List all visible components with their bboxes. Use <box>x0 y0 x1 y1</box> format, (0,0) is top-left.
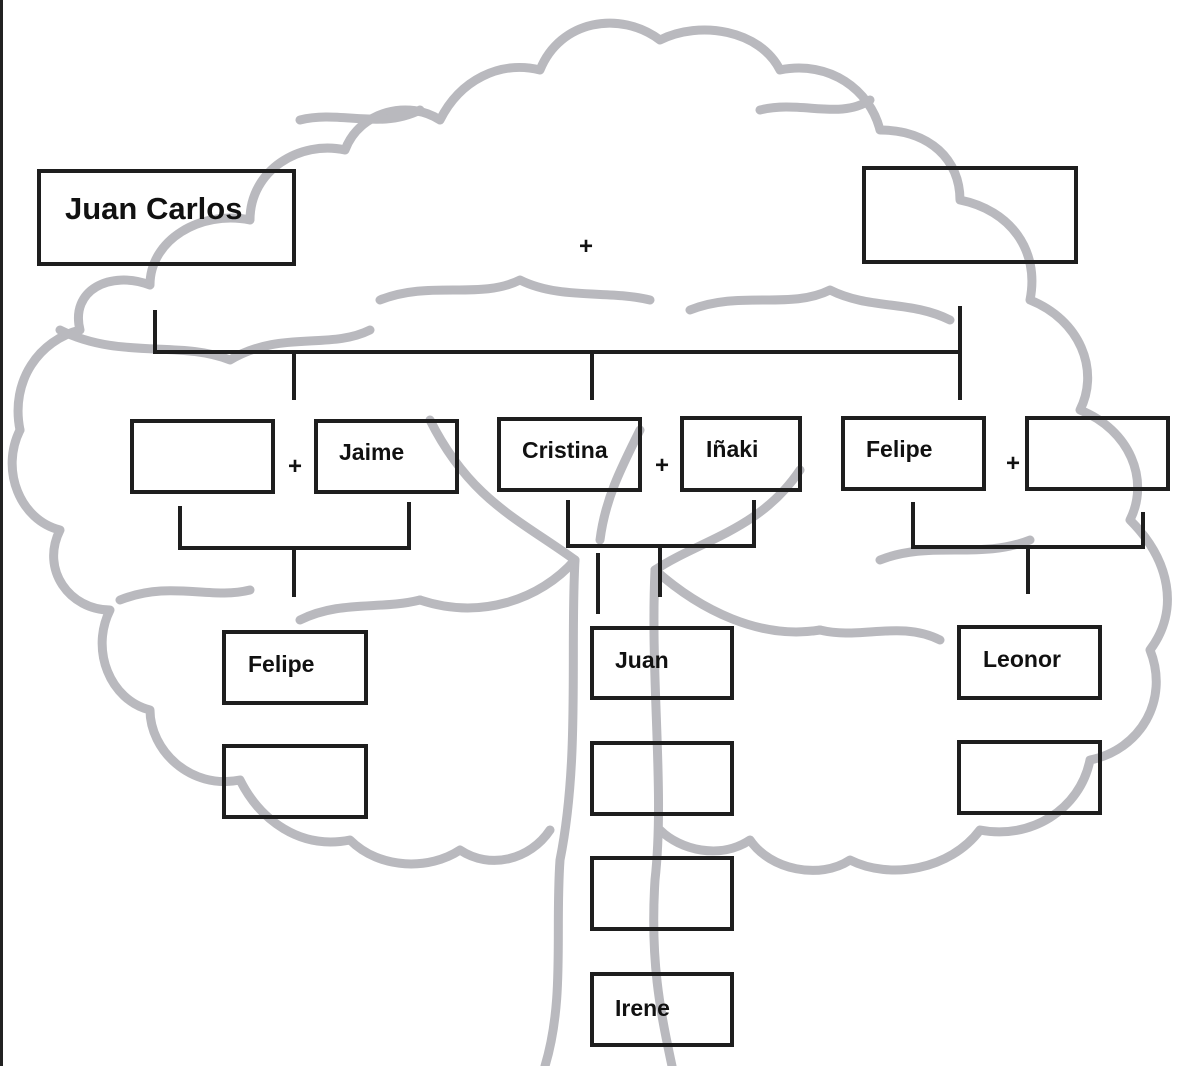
box-grandchild-juan: Juan <box>590 626 734 700</box>
box-grandchild-blank-4[interactable] <box>957 740 1102 815</box>
name-felipe-child: Felipe <box>866 436 933 462</box>
tree-canopy-outline <box>13 18 1172 875</box>
box-juan-carlos: Juan Carlos <box>37 169 296 266</box>
connector-branch-3 <box>911 502 1145 549</box>
box-grandchild-felipe: Felipe <box>222 630 368 705</box>
name-grandchild-felipe: Felipe <box>248 651 315 677</box>
box-grandchild-blank-2[interactable] <box>590 741 734 816</box>
plus-grandparents: + <box>579 233 594 260</box>
tree-trunk-right <box>649 565 677 1066</box>
name-juan-carlos: Juan Carlos <box>65 191 243 226</box>
tree-trunk-left <box>540 555 580 1066</box>
box-grandchild-blank-3[interactable] <box>590 856 734 931</box>
box-jaime: Jaime <box>314 419 459 494</box>
box-child-blank-2[interactable] <box>1025 416 1170 491</box>
tree-canopy-outline-left <box>7 425 555 869</box>
box-cristina: Cristina <box>497 417 642 492</box>
name-grandchild-leonor: Leonor <box>983 646 1061 672</box>
plus-branch-3: + <box>1006 450 1021 477</box>
connector-branch-2 <box>566 500 756 548</box>
box-felipe-child: Felipe <box>841 416 986 491</box>
plus-branch-1: + <box>288 453 303 480</box>
box-grandchild-leonor: Leonor <box>957 625 1102 700</box>
box-grandchild-blank-1[interactable] <box>222 744 368 819</box>
box-grandparent-blank[interactable] <box>862 166 1078 264</box>
plus-branch-2: + <box>655 452 670 479</box>
connector-grandparents <box>153 306 962 354</box>
name-jaime: Jaime <box>339 439 405 465</box>
name-grandchild-juan: Juan <box>615 647 669 673</box>
name-cristina: Cristina <box>522 437 608 463</box>
page-left-border <box>0 0 3 1066</box>
box-child-blank-1[interactable] <box>130 419 275 494</box>
name-grandchild-irene: Irene <box>615 995 670 1021</box>
box-inaki: Iñaki <box>680 416 802 492</box>
name-inaki: Iñaki <box>706 436 759 462</box>
connector-branch-1 <box>178 502 411 550</box>
box-grandchild-irene: Irene <box>590 972 734 1047</box>
